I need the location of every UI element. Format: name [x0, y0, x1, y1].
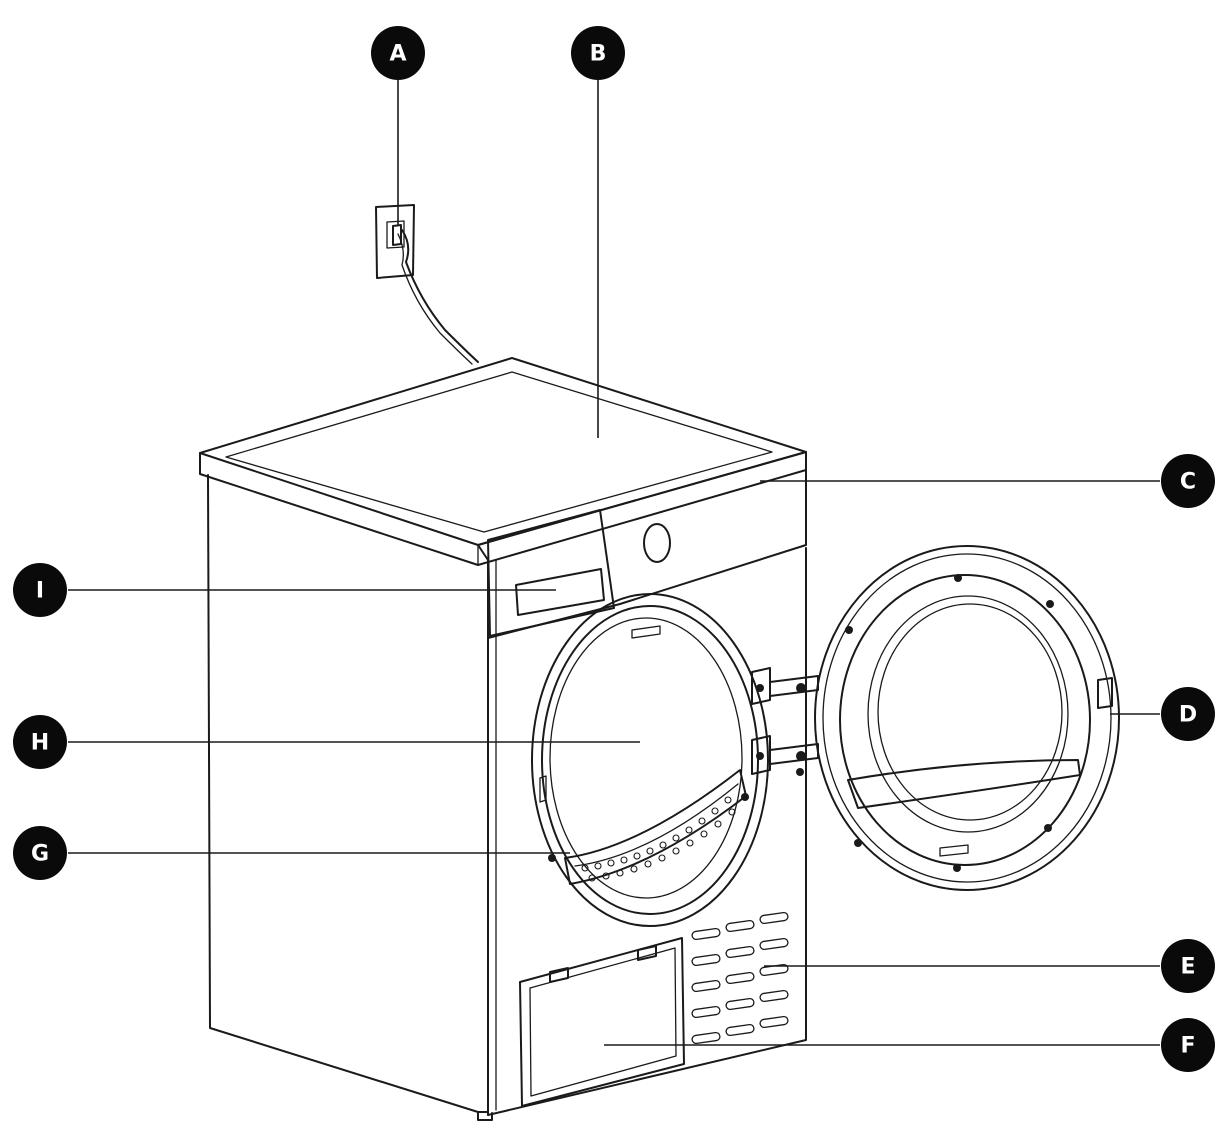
- callout-label-E: E: [1180, 955, 1195, 980]
- wall-socket: [375, 204, 479, 365]
- dryer-body: [207, 474, 807, 1121]
- filter-holes: [581, 796, 736, 882]
- callout-E: E: [1161, 939, 1215, 993]
- open-door: [769, 545, 1120, 891]
- callout-label-I: I: [36, 579, 44, 604]
- plinth-cover: [519, 937, 685, 1107]
- callout-label-D: D: [1179, 703, 1197, 728]
- door-opening: [531, 593, 771, 927]
- control-panel: [477, 451, 807, 639]
- callout-C: C: [1161, 454, 1215, 508]
- callout-F: F: [1161, 1018, 1215, 1072]
- callout-A: A: [371, 26, 425, 80]
- callout-label-G: G: [31, 842, 49, 867]
- leader-lines: [68, 80, 1160, 1046]
- air-vents: [691, 911, 789, 1045]
- callout-label-A: A: [389, 42, 406, 67]
- callout-I: I: [13, 563, 67, 617]
- callout-H: H: [13, 715, 67, 769]
- callout-B: B: [571, 26, 625, 80]
- lint-filter: [564, 769, 747, 885]
- callout-G: G: [13, 826, 67, 880]
- worktop: [199, 357, 807, 566]
- callout-label-C: C: [1180, 470, 1196, 495]
- callout-label-H: H: [31, 731, 49, 756]
- callout-label-F: F: [1180, 1034, 1195, 1059]
- callout-label-B: B: [590, 42, 607, 67]
- callout-D: D: [1161, 687, 1215, 741]
